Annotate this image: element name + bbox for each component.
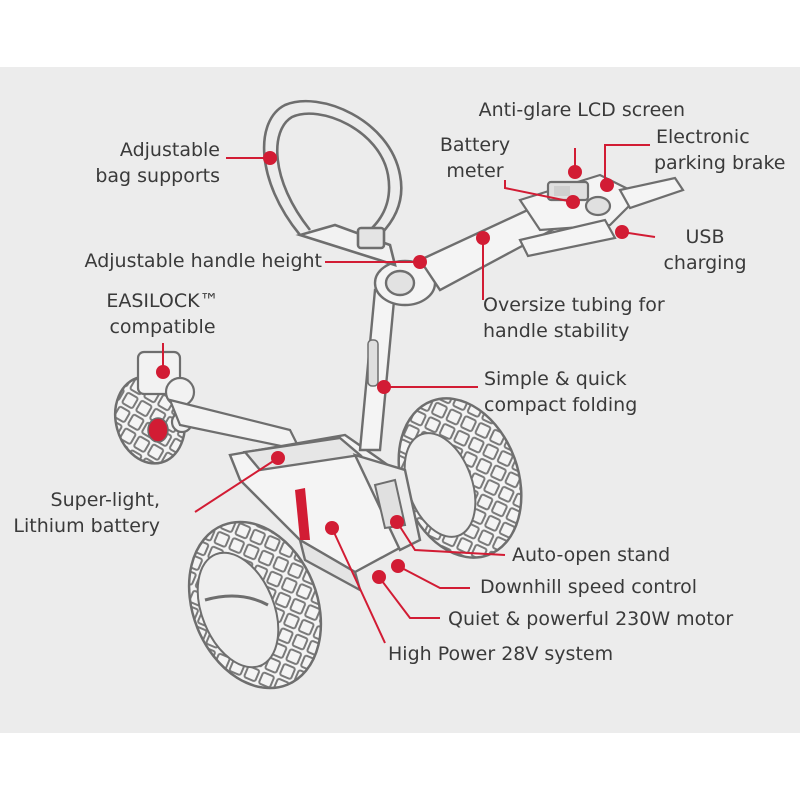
label-anti-glare-lcd: Anti-glare LCD screen <box>478 99 685 121</box>
label-easilock: EASILOCK™ compatible <box>106 290 219 338</box>
label-motor: Quiet & powerful 230W motor <box>448 608 734 630</box>
label-compact-folding: Simple & quick compact folding <box>484 368 638 416</box>
label-oversize-tubing: Oversize tubing for handle stability <box>483 294 665 342</box>
bag-support <box>262 99 403 267</box>
label-downhill-speed: Downhill speed control <box>480 576 698 598</box>
rear-right-wheel <box>397 397 523 559</box>
label-auto-open-stand: Auto-open stand <box>512 544 671 566</box>
label-battery-meter: Battery meter <box>439 134 511 182</box>
callout-lines <box>162 144 656 644</box>
label-lithium-battery: Super-light, Lithium battery <box>13 489 160 537</box>
handle-hub <box>373 259 437 307</box>
label-usb-charging: USB charging <box>663 226 747 274</box>
label-bag-supports: Adjustable bag supports <box>95 139 220 187</box>
callout-dots <box>156 151 629 584</box>
front-arm <box>168 398 302 452</box>
label-power-system: High Power 28V system <box>388 643 614 665</box>
label-parking-brake: Electronic parking brake <box>654 126 786 174</box>
rear-left-wheel <box>187 520 323 690</box>
label-handle-height: Adjustable handle height <box>84 250 322 272</box>
